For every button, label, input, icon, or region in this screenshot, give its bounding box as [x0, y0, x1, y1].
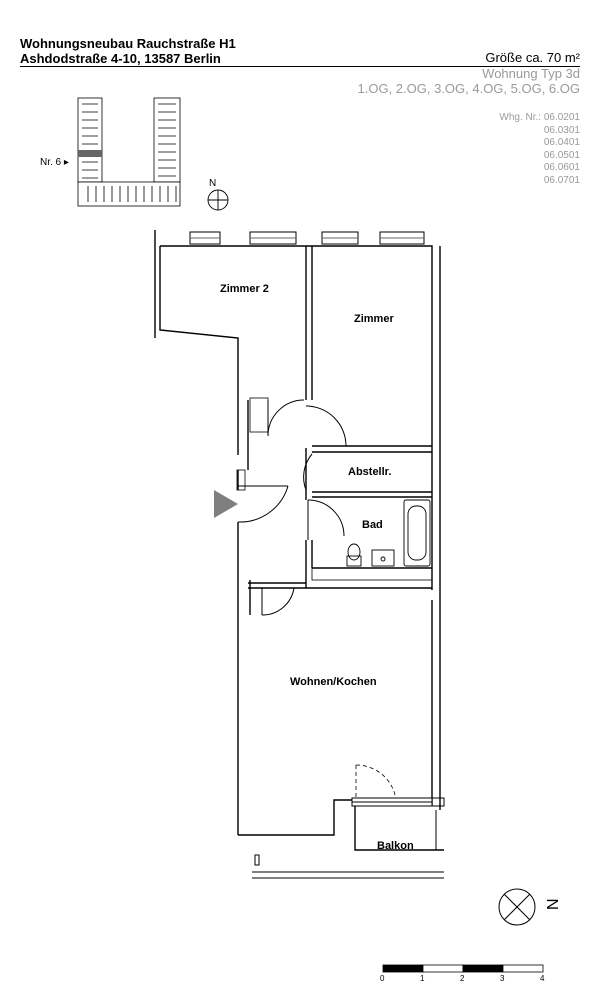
door-swings — [237, 399, 347, 616]
project-title: Wohnungsneubau Rauchstraße H1 Ashdodstra… — [20, 36, 236, 66]
walls — [154, 230, 444, 851]
bathroom-window — [311, 567, 433, 581]
unit-size: Größe ca. 70 m² — [485, 50, 580, 65]
top-windows — [189, 231, 425, 245]
scale-label: 2 — [460, 974, 465, 983]
unit-number: 06.0401 — [543, 137, 580, 149]
washbasin-icon — [371, 549, 395, 567]
room-label-balkon: Balkon — [377, 840, 414, 852]
compass-north-letter: N — [545, 898, 562, 910]
unit-number: 06.0701 — [543, 174, 580, 186]
keyplan — [77, 97, 181, 207]
unit-number-label: Whg. Nr.: 06.0201 — [499, 112, 580, 123]
scale-bar — [382, 964, 544, 973]
project-address: Ashdodstraße 4-10, 13587 Berlin — [20, 51, 221, 66]
scale-label: 3 — [500, 974, 505, 983]
unit-floors: 1.OG, 2.OG, 3.OG, 4.OG, 5.OG, 6.OG — [357, 81, 580, 96]
scale-label: 1 — [420, 974, 425, 983]
unit-type: Wohnung Typ 3d — [482, 66, 580, 81]
unit-number: 06.0601 — [543, 162, 580, 174]
balcony — [252, 797, 445, 879]
balcony-door-swing — [355, 764, 397, 801]
entry-arrow-icon — [214, 490, 238, 518]
room-label-abstellraum: Abstellr. — [348, 466, 392, 478]
room-label-zimmer: Zimmer — [354, 313, 394, 325]
scale-label: 0 — [380, 974, 385, 983]
keyplan-north-icon — [207, 189, 229, 211]
toilet-icon — [346, 543, 362, 567]
project-name: Wohnungsneubau Rauchstraße H1 — [20, 36, 236, 51]
header-rule — [20, 66, 580, 67]
room-label-bad: Bad — [362, 519, 383, 531]
scale-label: 4 — [540, 974, 545, 983]
unit-summary: Größe ca. 70 m² Wohnung Typ 3d 1.OG, 2.O… — [357, 50, 580, 96]
unit-number: 06.0501 — [543, 149, 580, 161]
bathtub-icon — [403, 499, 431, 567]
shafts — [236, 397, 269, 491]
unit-number-list: Whg. Nr.: 06.0201 06.0301 06.0401 06.050… — [499, 112, 580, 188]
unit-number: 06.0301 — [543, 124, 580, 136]
keyplan-north-letter: N — [209, 178, 216, 189]
room-label-wohnen-kochen: Wohnen/Kochen — [290, 676, 377, 688]
room-label-zimmer2: Zimmer 2 — [220, 283, 269, 295]
compass-icon — [498, 888, 536, 926]
keyplan-highlight-unit — [78, 150, 102, 157]
keyplan-label: Nr. 6 ▸ — [40, 157, 69, 168]
